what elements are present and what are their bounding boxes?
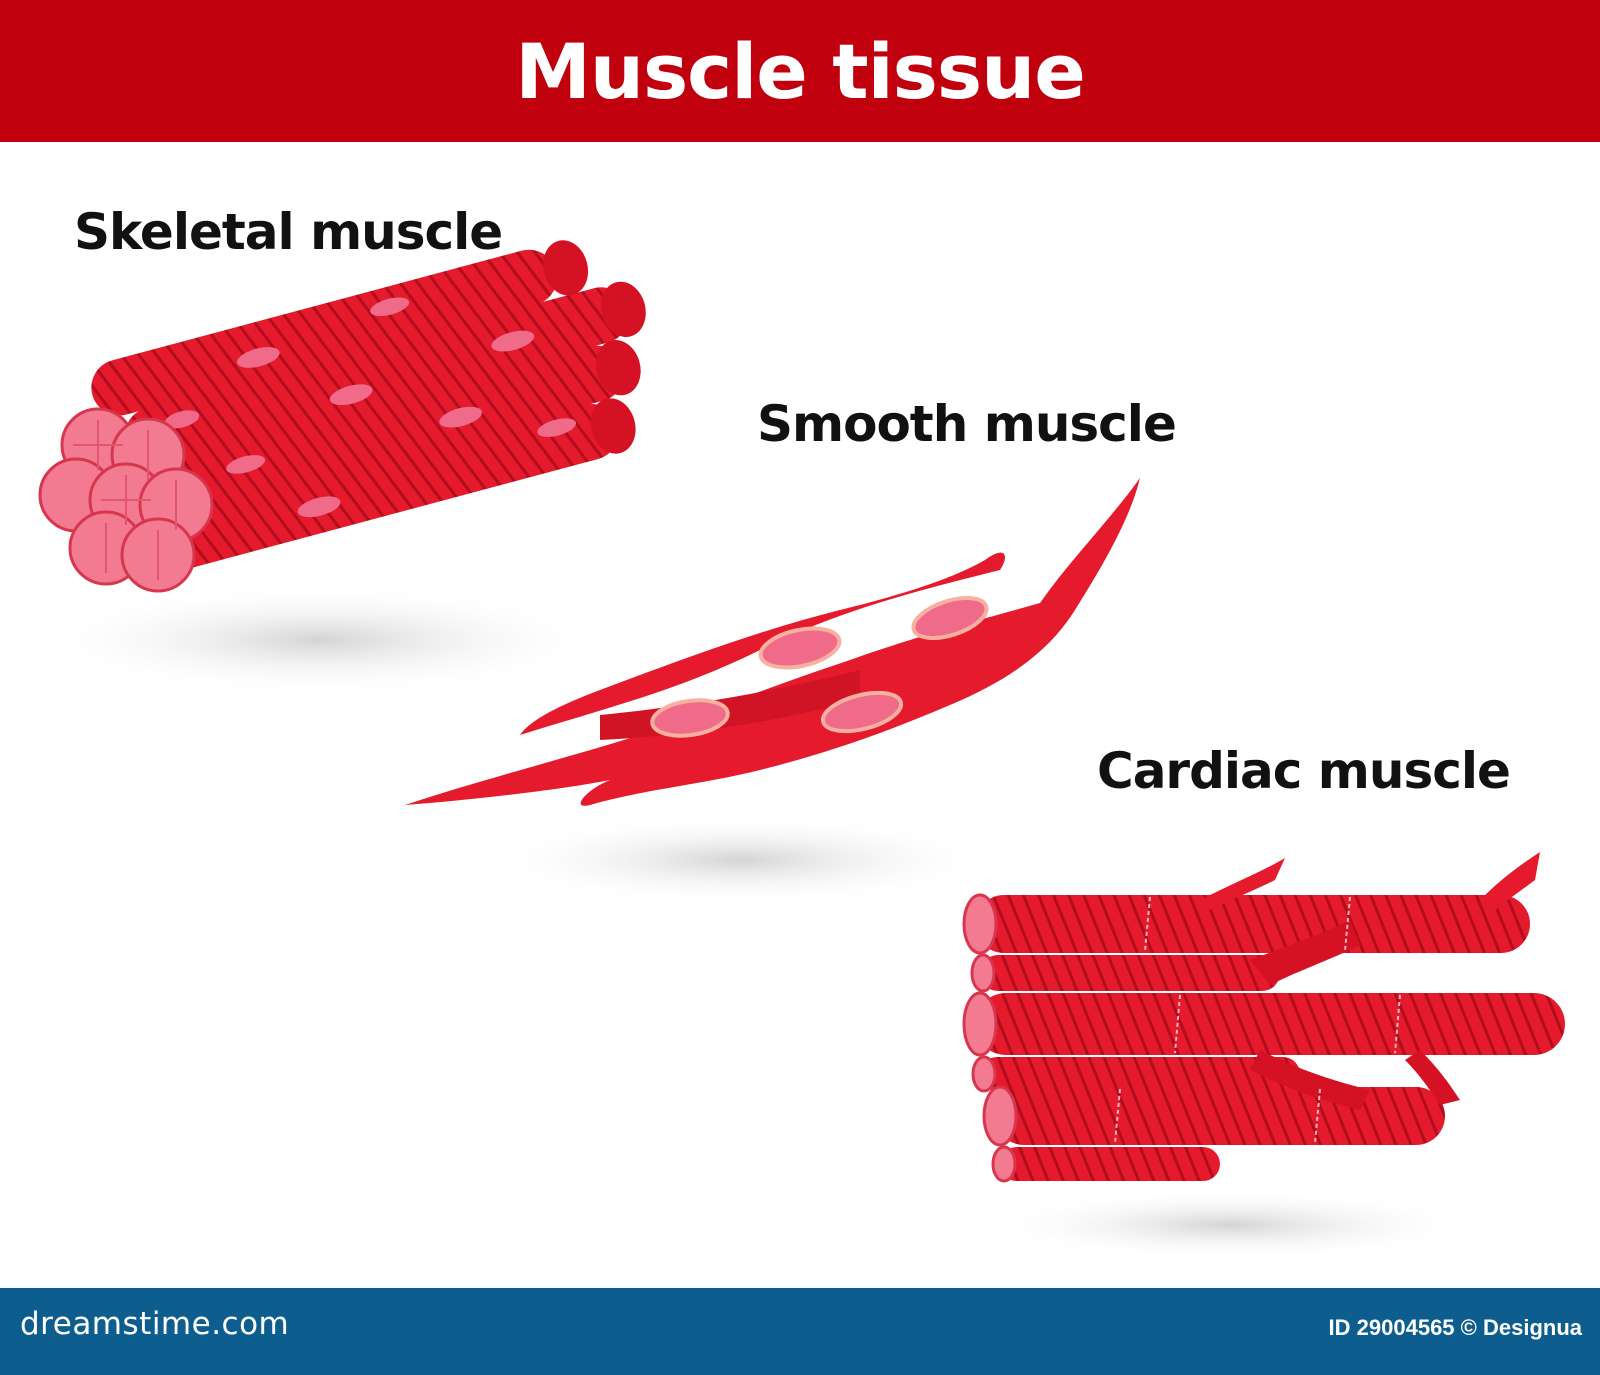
muscle-illustration — [30, 240, 1565, 1260]
footer-bar: dreamstime.com ID 29004565 © Designua — [0, 1288, 1600, 1375]
skeletal-muscle-figure — [38, 240, 646, 593]
cardiac-shadow — [980, 1190, 1480, 1260]
skeletal-muscle-label: Skeletal muscle — [74, 203, 503, 261]
title-banner: Muscle tissue — [0, 0, 1600, 142]
site-name: dreamstime.com — [20, 1306, 290, 1342]
image-credit: ID 29004565 © Designua — [1328, 1315, 1582, 1340]
smooth-muscle-label: Smooth muscle — [757, 395, 1177, 453]
cardiac-muscle-label: Cardiac muscle — [1097, 742, 1511, 800]
smooth-shadow — [480, 815, 1000, 905]
page-title: Muscle tissue — [515, 26, 1086, 116]
smooth-muscle-figure — [405, 478, 1140, 806]
cardiac-muscle-figure — [962, 852, 1565, 1183]
skeletal-shadow — [30, 585, 610, 695]
